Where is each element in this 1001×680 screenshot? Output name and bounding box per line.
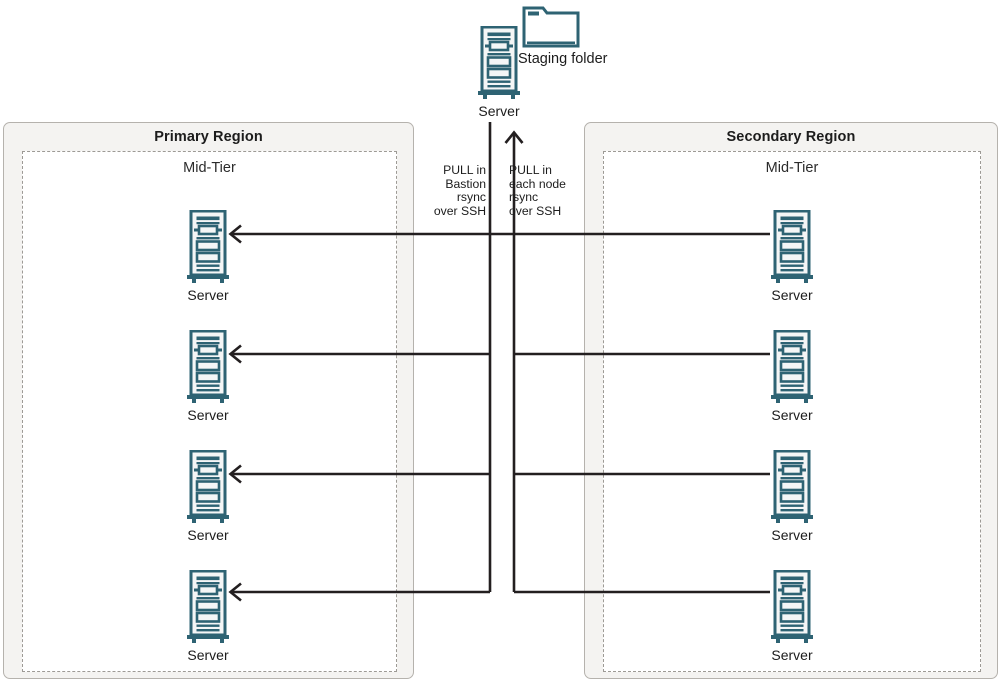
node-secondary-4[interactable]: Server [747,570,837,663]
region-secondary-title: Secondary Region [726,129,856,145]
staging-folder[interactable] [521,3,581,56]
server-icon [478,26,520,99]
server-icon [187,330,229,403]
server-icon [187,210,229,283]
node-secondary-3-label: Server [771,527,813,543]
node-primary-4[interactable]: Server [163,570,253,663]
node-primary-3-label: Server [187,527,229,543]
node-primary-4-label: Server [187,647,229,663]
node-staging-server-label: Server [478,103,520,119]
tier-secondary-label: Mid-Tier [765,160,819,176]
server-icon [771,330,813,403]
node-primary-1-label: Server [187,287,229,303]
node-secondary-4-label: Server [771,647,813,663]
node-primary-2[interactable]: Server [163,330,253,423]
server-icon [771,570,813,643]
staging-folder-label: Staging folder [518,51,608,67]
node-staging-server[interactable]: Server [454,26,544,119]
region-primary-title: Primary Region [154,129,263,145]
annotation-each-node: PULL in each node rsync over SSH [509,163,566,218]
server-icon [771,210,813,283]
annotation-bastion: PULL in Bastion rsync over SSH [433,163,486,218]
server-icon [771,450,813,523]
server-icon [187,450,229,523]
node-secondary-2-label: Server [771,407,813,423]
server-icon [187,570,229,643]
node-primary-2-label: Server [187,407,229,423]
node-secondary-1-label: Server [771,287,813,303]
folder-icon [522,6,580,48]
node-primary-1[interactable]: Server [163,210,253,303]
node-primary-3[interactable]: Server [163,450,253,543]
node-secondary-2[interactable]: Server [747,330,837,423]
node-secondary-1[interactable]: Server [747,210,837,303]
tier-primary-label: Mid-Tier [183,160,236,176]
node-secondary-3[interactable]: Server [747,450,837,543]
